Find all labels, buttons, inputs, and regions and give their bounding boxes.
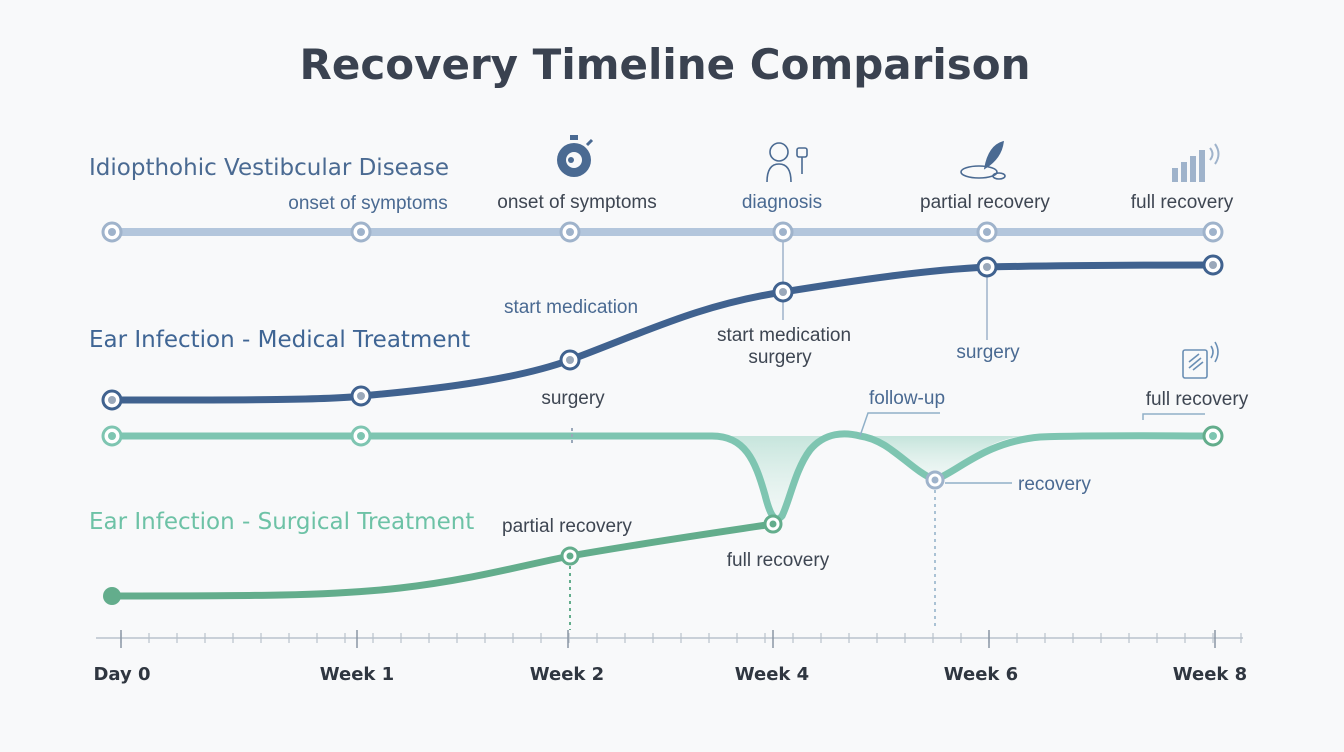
surgical-top-marker-week1 <box>350 425 372 447</box>
surgical-label-partial-recovery: partial recovery <box>502 516 632 537</box>
surgical-bottom-markers <box>103 514 783 605</box>
row-label-medical: Ear Infection - Medical Treatment <box>89 327 470 353</box>
medical-curve <box>108 261 1217 404</box>
doctor-consult-icon <box>766 142 808 183</box>
idiopathic-marker-week1 <box>350 221 372 243</box>
healing-leaf-icon <box>960 140 1006 180</box>
surgical-top-connectors <box>859 412 1205 630</box>
stopwatch-icon <box>557 135 594 177</box>
medical-label-surgery-week4: surgery <box>748 347 812 368</box>
chart-title: Recovery Timeline Comparison <box>300 40 1031 89</box>
surgical-bottom-marker-day0 <box>103 587 121 605</box>
tablet-signal-icon <box>1182 341 1219 379</box>
top-label-onset-1: onset of symptoms <box>288 193 447 214</box>
medical-marker-day0 <box>101 389 123 411</box>
surgical-bottom-marker-week4 <box>763 514 783 534</box>
signal-bars-icon <box>1172 143 1220 182</box>
surgical-dip-fill-1 <box>712 433 860 519</box>
surgical-top-marker-day0 <box>101 425 123 447</box>
surgical-dip-marker <box>925 470 945 490</box>
idiopathic-markers <box>101 221 1224 243</box>
medical-marker-week4 <box>772 281 794 303</box>
surgical-top-marker-week8 <box>1202 425 1224 447</box>
top-label-partial-recovery: partial recovery <box>920 192 1050 213</box>
tick-label-week1: Week 1 <box>320 664 394 685</box>
tick-label-week6: Week 6 <box>944 664 1018 685</box>
surgical-label-surgery: surgery <box>541 388 605 409</box>
top-label-diagnosis: diagnosis <box>742 192 822 213</box>
row-label-surgical: Ear Infection - Surgical Treatment <box>89 509 474 535</box>
surgical-dip-fill-2 <box>860 436 1030 480</box>
tick-label-week2: Week 2 <box>530 664 604 685</box>
idiopathic-marker-week4 <box>772 221 794 243</box>
surgical-top-markers <box>101 425 1224 490</box>
medical-marker-week2 <box>559 349 581 371</box>
time-axis-minor-ticks <box>120 633 1242 643</box>
medical-markers <box>101 254 1224 411</box>
medical-label-surgery-week6: surgery <box>956 342 1020 363</box>
tick-label-day0: Day 0 <box>93 664 150 685</box>
medical-marker-week6 <box>976 256 998 278</box>
idiopathic-marker-week8 <box>1202 221 1224 243</box>
idiopathic-marker-week6 <box>976 221 998 243</box>
time-axis-major-ticks <box>120 630 1216 648</box>
idiopathic-marker-day0 <box>101 221 123 243</box>
medical-marker-week1 <box>350 385 372 407</box>
medical-label-start-medication-week4: start medication <box>717 325 851 346</box>
surgical-label-follow-up: follow-up <box>869 388 945 409</box>
top-label-full-recovery: full recovery <box>1131 192 1234 213</box>
idiopathic-marker-week2 <box>559 221 581 243</box>
surgical-label-full-recovery-mid: full recovery <box>727 550 830 571</box>
surgical-bottom-curve <box>108 520 777 600</box>
medical-label-start-medication-week2: start medication <box>504 297 638 318</box>
medical-marker-week8 <box>1202 254 1224 276</box>
tick-label-week8: Week 8 <box>1173 664 1247 685</box>
tick-label-week4: Week 4 <box>735 664 809 685</box>
surgical-label-full-recovery-top: full recovery <box>1146 389 1249 410</box>
surgical-top-track <box>108 430 1217 523</box>
surgical-bottom-marker-week2 <box>560 546 580 566</box>
top-label-onset-2: onset of symptoms <box>497 192 656 213</box>
surgical-label-recovery: recovery <box>1018 474 1091 495</box>
row-label-idiopathic: Idiopthohic Vestibcular Disease <box>89 155 449 181</box>
